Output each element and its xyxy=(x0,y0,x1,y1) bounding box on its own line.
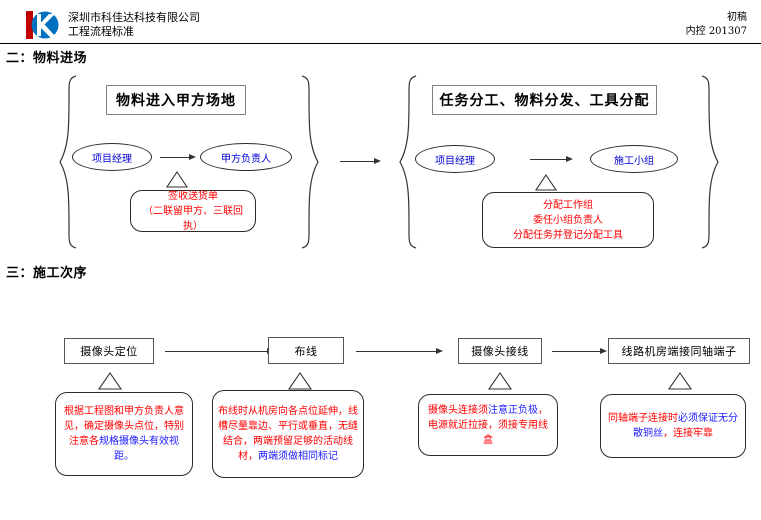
group1-title-box: 物料进入甲方场地 xyxy=(106,85,246,115)
company-name-block: 深圳市科佳达科技有限公司 工程流程标准 xyxy=(68,11,200,39)
group1-right-brace xyxy=(300,74,322,250)
group1-note-line1: 签收送货单 xyxy=(168,190,218,202)
group1-to-role: 甲方负责人 xyxy=(200,143,292,171)
group2-right-brace xyxy=(700,74,722,250)
note3-red-2: ，电源就近拉接，须接专用线盒 xyxy=(428,404,548,446)
group2-title-box: 任务分工、物料分发、工具分配 xyxy=(432,85,657,115)
step-coax-terminal-note: 同轴端子连接时必须保证无分散铜丝，连接牢靠 xyxy=(600,394,746,458)
group2-note-line1: 分配工作组 xyxy=(543,199,593,211)
revision-status: 初稿 xyxy=(727,12,747,23)
group1-left-brace xyxy=(56,74,78,250)
group2-note-line3: 分配任务并登记分配工具 xyxy=(513,229,623,241)
note4-blue-1: 必须保证无分散铜丝 xyxy=(633,413,738,439)
note1-blue-1: 规格摄像头有效视距。 xyxy=(99,436,179,462)
step-cabling-box[interactable]: 布线 xyxy=(268,337,344,364)
group2-to-role: 施工小组 xyxy=(590,145,678,173)
section-2-heading: 二：物料进场 xyxy=(6,51,88,66)
note2-blue-1: 两端须做相同标记 xyxy=(258,451,338,462)
group1-from-role: 项目经理 xyxy=(72,143,152,171)
internal-control-number: 内控 201307 xyxy=(685,26,747,37)
step-camera-positioning-box[interactable]: 摄像头定位 xyxy=(64,338,154,364)
section-3-heading: 三：施工次序 xyxy=(6,266,88,281)
note2-red-1: 布线时从机房向各点位延伸，线槽尽量靠边、平行或垂直，无缝结合，两端预留足够的活动… xyxy=(218,406,358,462)
group1-note-box: 签收送货单 （二联留甲方、三联回执） xyxy=(130,190,256,232)
note3-red-1: 摄像头连接须 xyxy=(428,404,488,416)
note3-blue-1: 注意正负极 xyxy=(488,404,538,416)
step-camera-positioning-note: 根据工程图和甲方负责人意见，确定摄像头点位，特别注意各规格摄像头有效视距。 xyxy=(55,392,193,476)
step-cabling-note: 布线时从机房向各点位延伸，线槽尽量靠边、平行或垂直，无缝结合，两端预留足够的活动… xyxy=(212,390,364,478)
company-name-line2: 工程流程标准 xyxy=(68,25,134,38)
document-revision-block: 初稿 内控 201307 xyxy=(686,11,747,39)
kjd-logo-icon xyxy=(26,10,60,40)
note1-red-1: 根据工程图和甲方负责人意见，确定摄像头点位，特别注意各 xyxy=(64,406,184,447)
company-name-line1: 深圳市科佳达科技有限公司 xyxy=(68,11,200,24)
step-camera-wiring-box[interactable]: 摄像头接线 xyxy=(458,338,542,364)
group2-from-role: 项目经理 xyxy=(415,145,495,173)
header-divider xyxy=(0,43,761,44)
step-camera-wiring-note: 摄像头连接须注意正负极，电源就近拉接，须接专用线盒 xyxy=(418,394,558,456)
group1-note-line2: （二联留甲方、三联回执） xyxy=(143,205,243,232)
group2-note-line2: 委任小组负责人 xyxy=(533,214,603,226)
group2-note-box: 分配工作组 委任小组负责人 分配任务并登记分配工具 xyxy=(482,192,654,248)
group2-left-brace xyxy=(396,74,418,250)
note4-red-1: 同轴端子连接时 xyxy=(608,413,678,424)
note4-red-2: ，连接牢靠 xyxy=(663,428,713,439)
step-coax-terminal-box[interactable]: 线路机房端接同轴端子 xyxy=(608,338,750,364)
